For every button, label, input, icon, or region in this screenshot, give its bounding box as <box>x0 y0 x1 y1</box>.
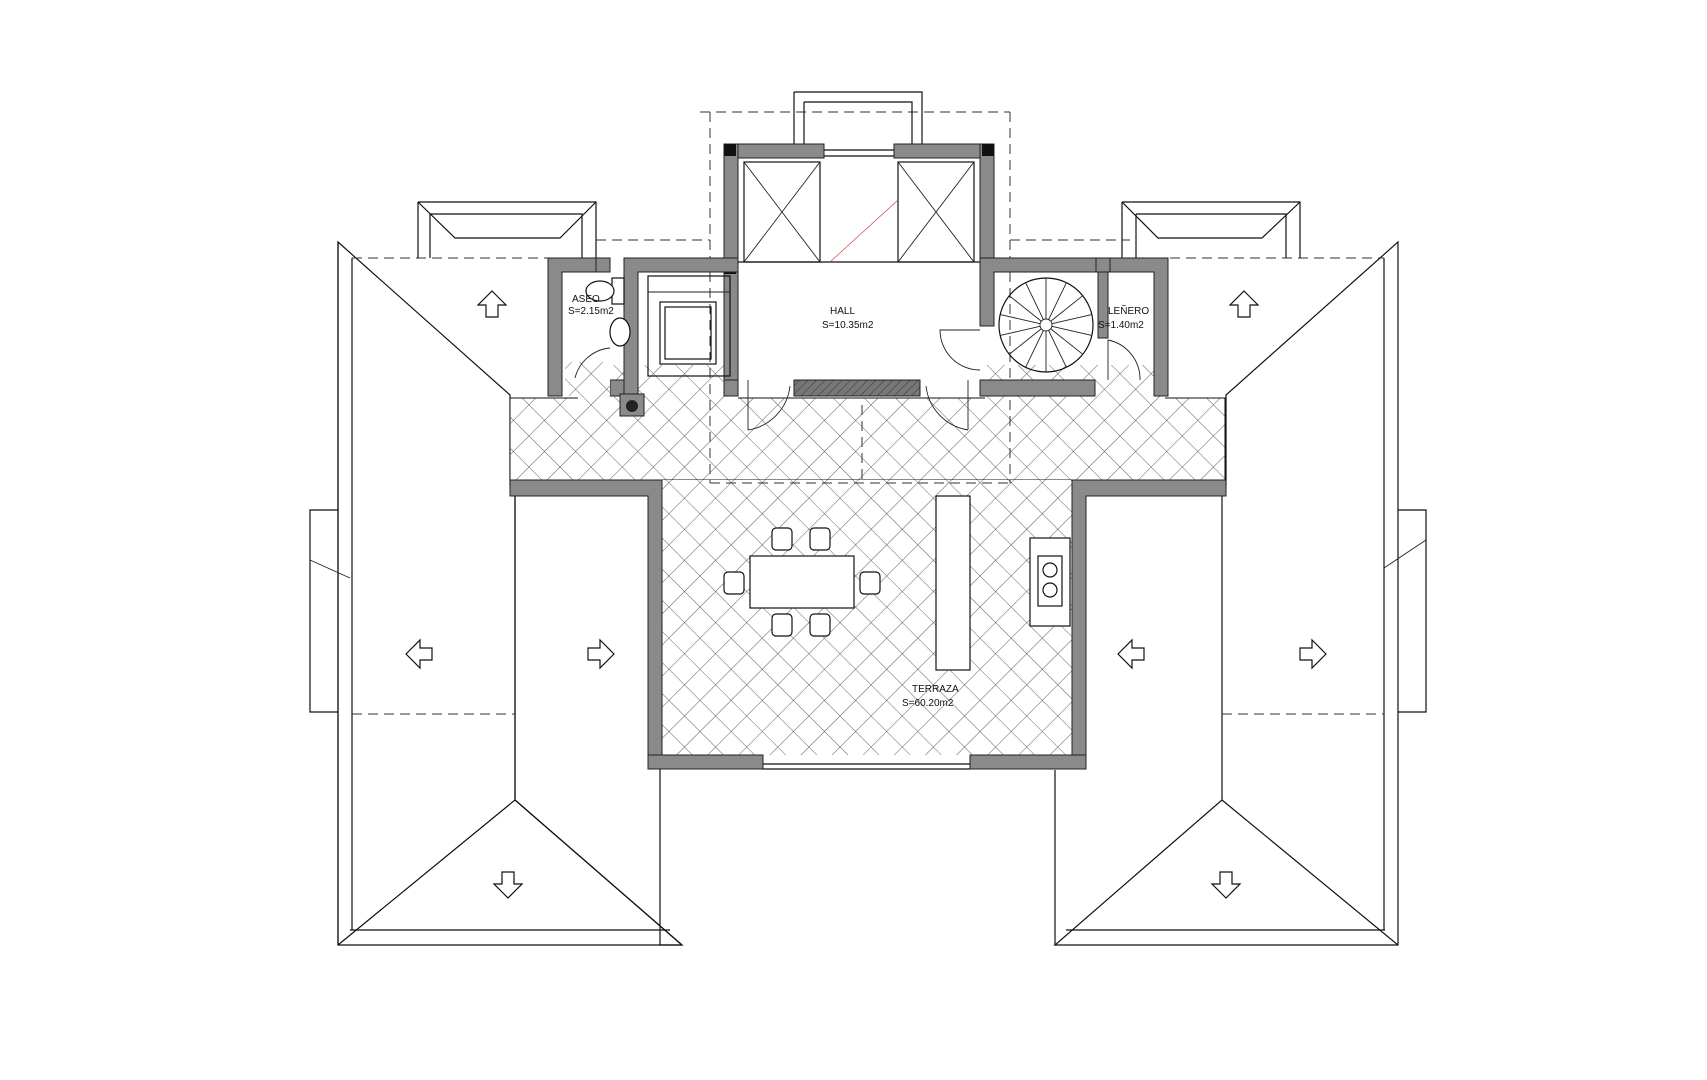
slope-arrow-up-icon <box>476 290 508 318</box>
dashed-outline <box>596 111 1130 484</box>
slope-arrow-right-icon <box>587 638 615 670</box>
lenero-name: LEÑERO <box>1108 304 1149 317</box>
chair-icon <box>771 527 793 551</box>
slope-arrow-left-icon <box>405 638 433 670</box>
lenero-area: S=1.40m2 <box>1098 320 1144 331</box>
toilet-icon <box>585 280 615 302</box>
slope-arrow-left-icon <box>1117 638 1145 670</box>
slope-arrow-up-icon <box>1228 290 1260 318</box>
stair-step <box>1000 325 1041 336</box>
stair-step <box>1048 282 1067 320</box>
stair-step <box>1051 314 1092 325</box>
terrace-parapet <box>509 479 1227 770</box>
room-labels: ASEO S=2.15m2 HALL S=10.35m2 LEÑERO S=1.… <box>568 294 1149 709</box>
stair-step <box>1025 330 1044 368</box>
roof-right-wing <box>1053 201 1427 946</box>
terraza-area: S=60.20m2 <box>902 698 954 709</box>
stair-step <box>1050 295 1084 322</box>
aseo-name: ASEO <box>572 294 600 305</box>
terraza-name: TERRAZA <box>912 684 959 695</box>
stair-step <box>1000 314 1041 325</box>
stair-step <box>1048 330 1067 368</box>
sink-icon <box>609 317 631 347</box>
chair-icon <box>809 613 831 637</box>
chair-icon <box>723 571 745 595</box>
stair-step <box>1025 282 1044 320</box>
chair-icon <box>859 571 881 595</box>
chair-icon <box>809 527 831 551</box>
stair-step <box>1050 328 1084 355</box>
roof-left-wing <box>309 201 684 946</box>
chair-icon <box>771 613 793 637</box>
spiral-stair-icon <box>998 277 1094 373</box>
counter <box>935 495 971 671</box>
stair-step <box>1008 328 1042 355</box>
barbecue-icon <box>1029 537 1071 627</box>
dining-set <box>723 527 881 637</box>
slope-arrow-down-icon <box>492 871 524 899</box>
aseo-block <box>547 257 739 417</box>
stair-step <box>1008 295 1042 322</box>
hall-area: S=10.35m2 <box>822 320 874 331</box>
aseo-area: S=2.15m2 <box>568 306 614 317</box>
stair-block <box>939 257 1169 397</box>
dining-table-icon <box>749 555 855 609</box>
slope-arrow-right-icon <box>1299 638 1327 670</box>
hall-name: HALL <box>830 306 855 317</box>
terrace-floor <box>509 365 1226 755</box>
slope-arrow-down-icon <box>1210 871 1242 899</box>
hall-block <box>723 91 995 431</box>
stair-step <box>1051 325 1092 336</box>
